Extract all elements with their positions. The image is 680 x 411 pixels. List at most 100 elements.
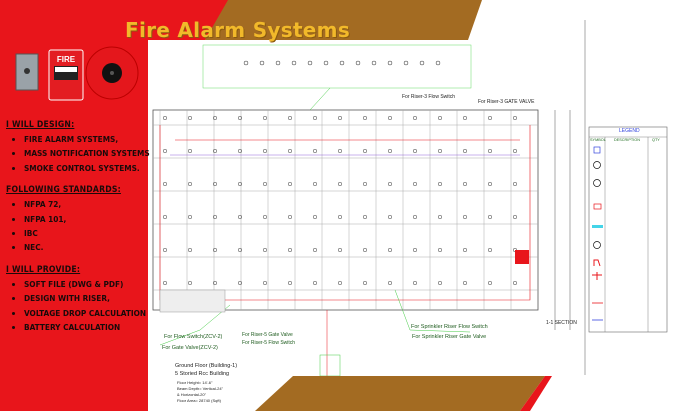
smoke-detector-symbol <box>462 181 468 187</box>
legend-col-qty: QTY <box>652 138 660 142</box>
fire-panel-symbol <box>515 250 529 264</box>
smoke-detector-symbol <box>287 115 293 121</box>
smoke-detector-symbol <box>512 214 518 220</box>
list-item: voltage drop calculation <box>24 306 148 320</box>
smoke-detector-symbol <box>512 148 518 154</box>
smoke-detector-symbol <box>187 214 193 220</box>
smoke-detector-symbol <box>487 214 493 220</box>
riser5-flow-label: For Riser-5 Flow Switch <box>242 340 296 346</box>
legend-title: LEGEND <box>619 128 640 134</box>
section-heading: I will provide: <box>6 264 81 275</box>
smoke-detector-symbol <box>262 247 268 253</box>
smoke-detector-symbol <box>162 115 168 121</box>
bottom-brown-band <box>255 376 545 411</box>
legend-table <box>588 126 668 333</box>
smoke-detector-symbol <box>437 181 443 187</box>
smoke-detector-symbol <box>312 181 318 187</box>
smoke-detector-symbol <box>412 115 418 121</box>
list-item: NEC. <box>24 240 148 254</box>
strobe-plate-image <box>15 53 39 91</box>
provide-section: I will provide: Soft file (DWG & PDF) de… <box>0 265 148 335</box>
pull-station-label: FIRE <box>57 55 76 64</box>
smoke-detector-symbol <box>337 115 343 121</box>
list-item: design with riser, <box>24 291 148 305</box>
smoke-detector-symbol <box>212 247 218 253</box>
smoke-detector-symbol <box>187 247 193 253</box>
smoke-detector-symbol <box>212 214 218 220</box>
smoke-detector-symbol <box>162 280 168 286</box>
smoke-detector-symbol <box>512 280 518 286</box>
smoke-detector-symbol <box>462 247 468 253</box>
smoke-detector-symbol <box>307 60 313 66</box>
smoke-detector-symbol <box>337 280 343 286</box>
smoke-detector-symbol <box>437 214 443 220</box>
smoke-detector-symbol <box>419 60 425 66</box>
smoke-detector-symbol <box>387 148 393 154</box>
leader-line-green <box>394 289 471 333</box>
smoke-detector-symbol <box>487 280 493 286</box>
smoke-detector-symbol <box>412 280 418 286</box>
smoke-detector-symbol <box>262 214 268 220</box>
alarm-circuit-red <box>159 125 531 301</box>
smoke-detector-symbol <box>312 247 318 253</box>
smoke-detector-symbol <box>387 115 393 121</box>
smoke-detector-symbol <box>487 148 493 154</box>
smoke-detector-symbol <box>312 115 318 121</box>
building-note: Beam Depth= Vertical-24" <box>177 386 223 391</box>
page-title: Fire Alarm Systems <box>125 18 351 42</box>
riser3-gate-label: For Riser-3 GATE VALVE <box>478 99 535 105</box>
smoke-detector-symbol <box>512 181 518 187</box>
building-note: Floor Area= 28740 (Sqft) <box>177 398 221 403</box>
gate-valve-label: For Gate Valve(ZCV-2) <box>162 345 218 351</box>
smoke-detector-symbol <box>259 60 265 66</box>
sprinkler-gate-label: For Sprinkler Riser Gate Valve <box>412 334 487 340</box>
top-red-band <box>0 0 235 40</box>
bottom-red-accent <box>520 376 552 411</box>
smoke-detector-symbol <box>362 148 368 154</box>
smoke-detector-symbol <box>162 181 168 187</box>
design-section: I will design: Fire alarm systems, Mass … <box>0 120 150 175</box>
smoke-detector-symbol <box>412 148 418 154</box>
smoke-detector-symbol <box>237 247 243 253</box>
smoke-detector-symbol <box>162 247 168 253</box>
list-item: Mass notification systems <box>24 146 150 160</box>
list-item: IBC <box>24 226 148 240</box>
list-item: Smoke control systems. <box>24 161 148 175</box>
smoke-detector-symbol <box>387 60 393 66</box>
smoke-detector-symbol <box>323 60 329 66</box>
hatched-area <box>159 289 226 313</box>
section-label: 1-1 SECTION <box>546 320 577 326</box>
smoke-detector-symbol <box>387 181 393 187</box>
smoke-detector-symbol <box>337 214 343 220</box>
smoke-detector-symbol <box>487 181 493 187</box>
smoke-detector-symbol <box>187 181 193 187</box>
smoke-detector-symbol <box>362 115 368 121</box>
smoke-detector-symbol <box>212 148 218 154</box>
smoke-detector-symbol <box>312 148 318 154</box>
smoke-detector-symbol <box>262 181 268 187</box>
floor-plan-drawing <box>152 44 539 377</box>
riser5-gate-label: For Riser-5 Gate Valve <box>242 332 293 338</box>
smoke-detector-symbol <box>212 115 218 121</box>
smoke-detector-symbol <box>337 148 343 154</box>
smoke-detector-symbol <box>387 280 393 286</box>
smoke-detector-symbol <box>435 60 441 66</box>
smoke-detector-symbol <box>275 60 281 66</box>
smoke-detector-symbol <box>287 214 293 220</box>
smoke-detector-symbol <box>212 181 218 187</box>
smoke-detector-symbol <box>355 60 361 66</box>
fire-bell-image <box>85 46 139 100</box>
riser-box <box>319 354 341 377</box>
smoke-detector-symbol <box>162 148 168 154</box>
smoke-detector-symbol <box>162 214 168 220</box>
smoke-detector-symbol <box>287 247 293 253</box>
smoke-detector-symbol <box>337 247 343 253</box>
smoke-detector-symbol <box>462 280 468 286</box>
smoke-detector-symbol <box>287 181 293 187</box>
legend-col-description: DESCRIPTION <box>614 138 640 142</box>
smoke-detector-symbol <box>243 60 249 66</box>
flow-switch-label: For Flow Switch(ZCV-2) <box>164 334 223 340</box>
smoke-detector-symbol <box>487 115 493 121</box>
smoke-detector-symbol <box>339 60 345 66</box>
